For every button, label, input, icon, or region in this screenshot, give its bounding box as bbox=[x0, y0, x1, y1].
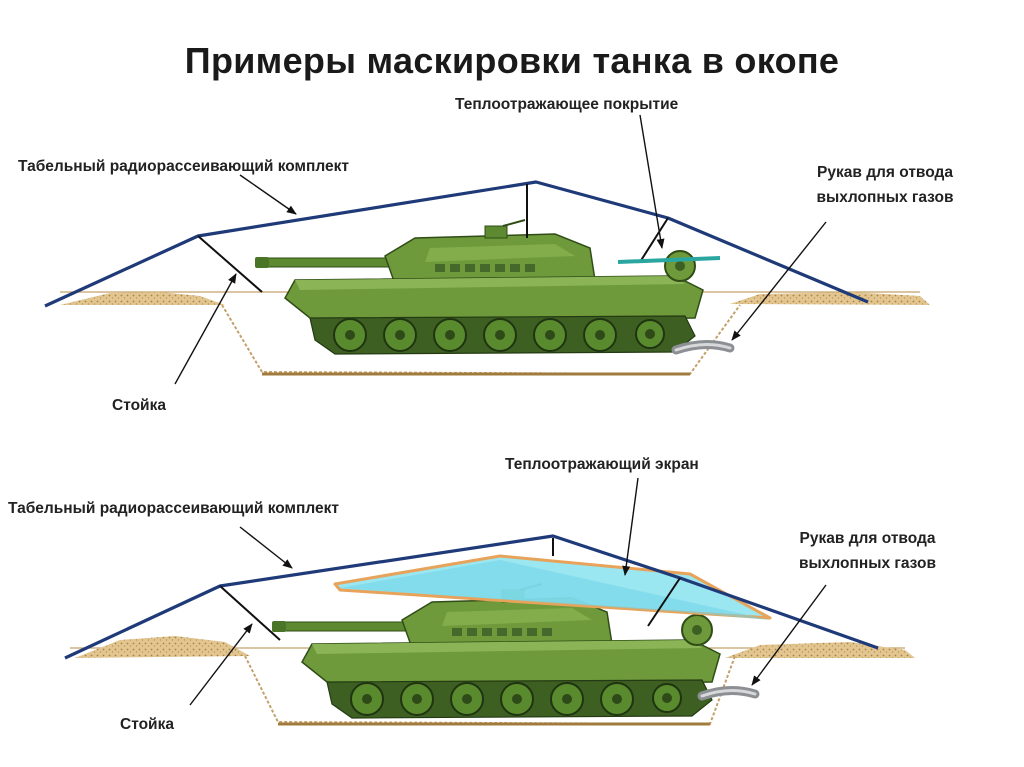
arrow-post-bottom bbox=[190, 624, 252, 705]
soil-left-top bbox=[60, 292, 225, 305]
thermal-coating-strip bbox=[618, 258, 720, 262]
arrow-exhaust-top bbox=[732, 222, 826, 340]
arrow-thermal-coating bbox=[640, 115, 662, 248]
arrow-radio-kit-bottom bbox=[240, 527, 292, 568]
top-panel bbox=[45, 115, 930, 384]
post-right-top bbox=[640, 218, 668, 262]
soil-right-bottom bbox=[725, 642, 915, 658]
bottom-panel bbox=[65, 478, 915, 724]
arrow-post-top bbox=[175, 274, 236, 384]
arrow-radio-kit-top bbox=[240, 175, 296, 214]
soil-right-top bbox=[730, 292, 930, 305]
soil-left-bottom bbox=[75, 636, 250, 658]
post-left-bottom bbox=[220, 586, 280, 640]
tank-top bbox=[255, 220, 703, 354]
arrow-exhaust-bottom bbox=[752, 585, 826, 685]
